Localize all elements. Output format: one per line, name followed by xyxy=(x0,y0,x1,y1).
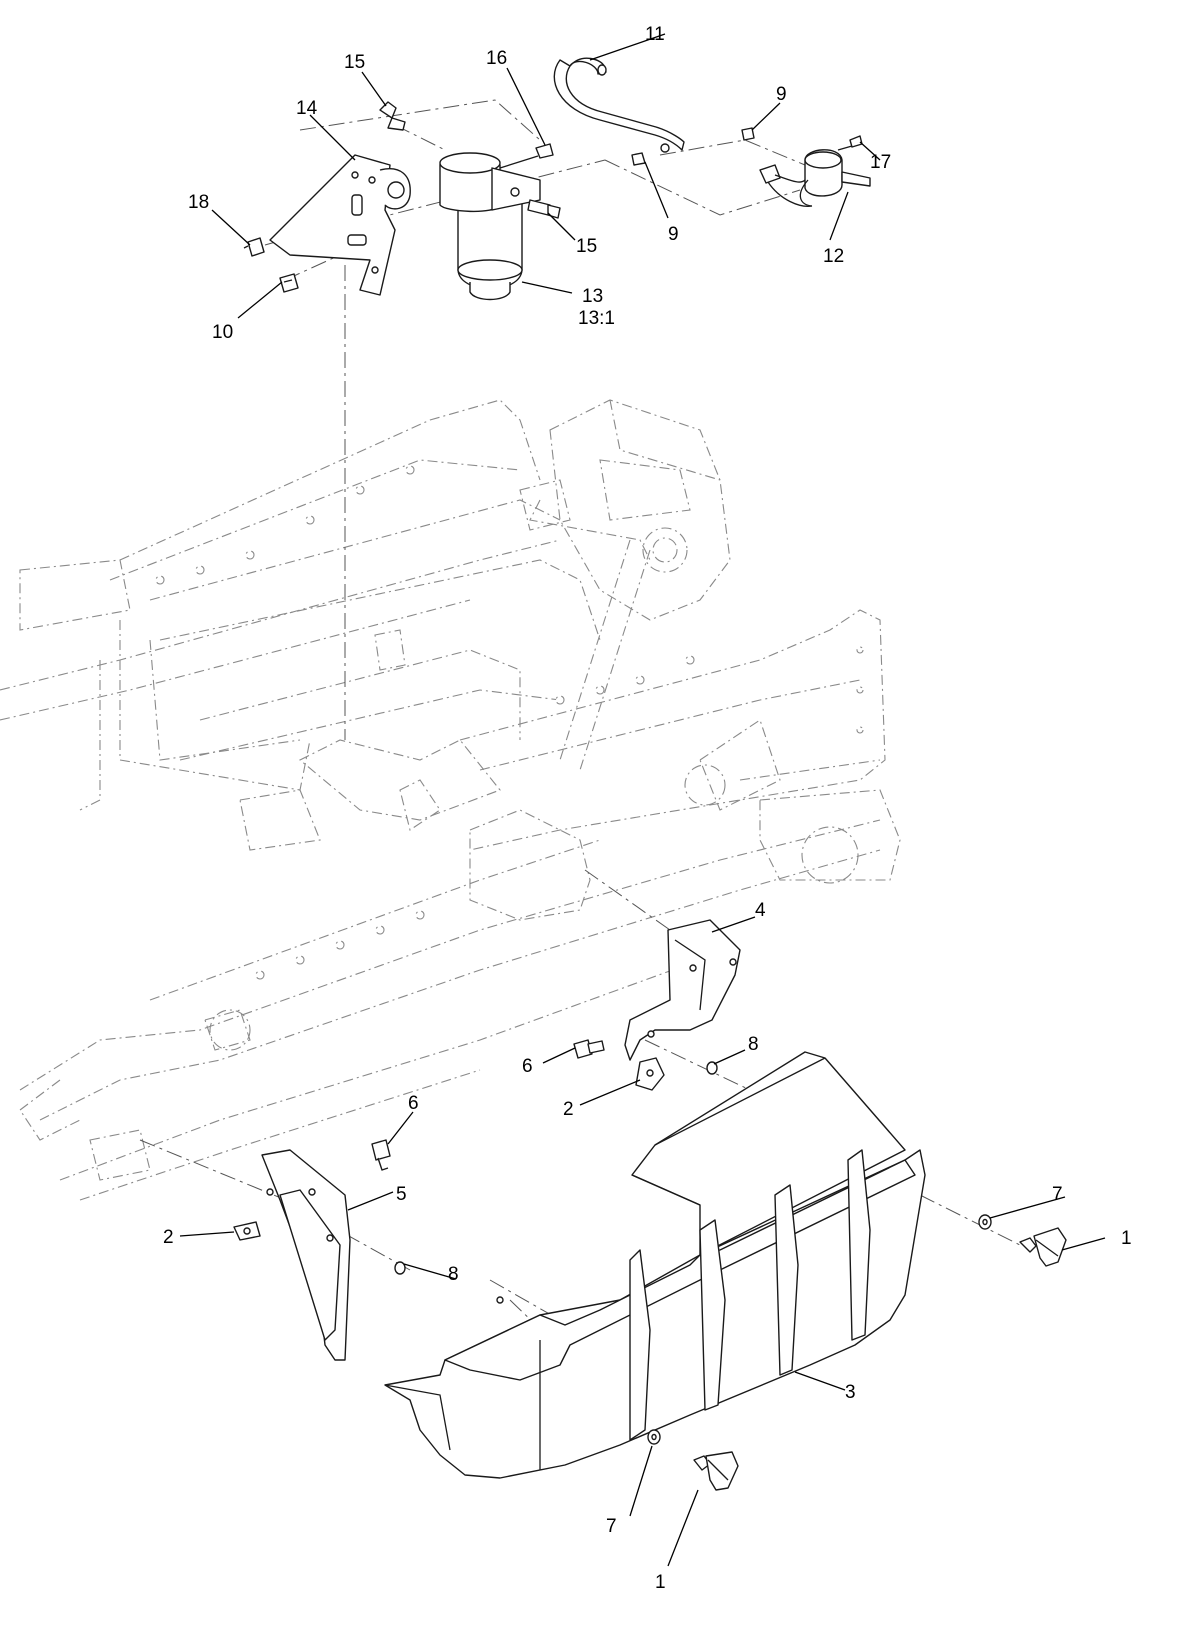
part-15-fitting-top xyxy=(379,101,406,131)
callout-12: 12 xyxy=(823,246,844,267)
frame-holes xyxy=(155,465,864,980)
part-3-fuel-tank xyxy=(384,1051,926,1479)
callout-1-right: 1 xyxy=(1121,1228,1132,1249)
chassis-frame xyxy=(0,399,901,1201)
callout-labels: 11 9 17 12 9 16 15 14 18 10 15 13 13:1 4… xyxy=(163,24,1132,1593)
callout-17: 17 xyxy=(870,152,891,173)
part-11-hose xyxy=(553,57,685,153)
part-1-knob-bottom xyxy=(693,1451,739,1491)
part-8-washer-lower xyxy=(394,1261,406,1275)
part-7-washer-right xyxy=(978,1214,992,1230)
part-10-clip xyxy=(279,273,299,293)
callout-4: 4 xyxy=(755,900,766,921)
callout-1-bottom: 1 xyxy=(655,1572,666,1593)
callout-9-upper: 9 xyxy=(776,84,787,105)
callout-9-lower: 9 xyxy=(668,224,679,245)
callout-13: 13 xyxy=(582,286,603,307)
callout-2-upper: 2 xyxy=(563,1099,574,1120)
leader-lines xyxy=(179,33,1106,1567)
part-8-washer-upper xyxy=(706,1061,718,1075)
callout-11: 11 xyxy=(645,24,665,45)
callout-3: 3 xyxy=(845,1382,856,1403)
part-17-screw xyxy=(837,135,863,151)
callout-16: 16 xyxy=(486,48,507,69)
callout-5: 5 xyxy=(396,1184,407,1205)
part-13-fuel-filter xyxy=(439,152,541,301)
part-16-bolt xyxy=(499,143,554,169)
callout-2-lower: 2 xyxy=(163,1227,174,1248)
callout-10: 10 xyxy=(212,322,233,343)
callout-13-1: 13:1 xyxy=(578,308,615,329)
part-5-bracket xyxy=(261,1149,351,1361)
callout-15-lower: 15 xyxy=(576,236,597,257)
callout-7-right: 7 xyxy=(1052,1184,1063,1205)
part-18-clip xyxy=(243,237,265,257)
part-15-fitting-side xyxy=(527,199,561,219)
part-6-bolt-lower xyxy=(371,1139,391,1171)
callout-14: 14 xyxy=(296,98,318,119)
part-7-washer-bottom xyxy=(647,1429,661,1445)
callout-6-upper: 6 xyxy=(522,1056,533,1077)
callout-6-lower: 6 xyxy=(408,1093,419,1114)
part-9-fittings xyxy=(631,127,755,166)
callout-18: 18 xyxy=(188,192,209,213)
part-12-solenoid xyxy=(759,149,871,207)
part-4-bracket xyxy=(624,919,741,1061)
part-14-mount-bracket xyxy=(269,154,411,296)
part-2-clip-lower xyxy=(233,1221,261,1241)
part-6-bolt-upper xyxy=(573,1039,605,1059)
part-1-knob-right xyxy=(1019,1227,1067,1267)
callout-7-bottom: 7 xyxy=(606,1516,617,1537)
callout-8-lower: 8 xyxy=(448,1264,459,1285)
callout-15-upper: 15 xyxy=(344,52,365,73)
part-2-clip-upper xyxy=(635,1057,665,1091)
callout-8-upper: 8 xyxy=(748,1034,759,1055)
